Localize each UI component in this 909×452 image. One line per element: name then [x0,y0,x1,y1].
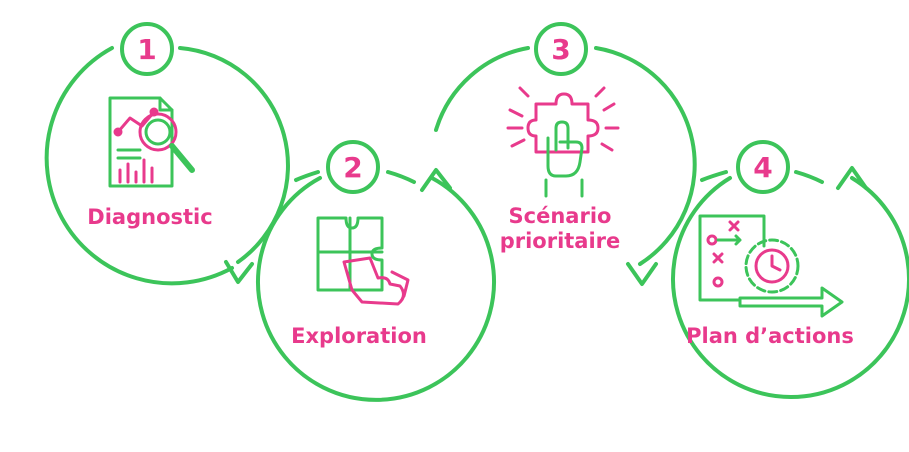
step-label-3: Scénario prioritaire [490,204,630,254]
loop-4-top-right [794,170,824,184]
step-number-4: 4 [736,140,790,194]
step-label-3-line-2: prioritaire [499,229,621,253]
loop-1 [44,46,234,286]
arrow-up-2 [420,168,452,192]
arrow-down-1 [224,260,254,284]
strategy-gear-clock-icon [698,214,844,318]
loop-4-top-left [700,170,728,182]
loop-2-top-right [386,170,416,184]
magnifier-report-icon [108,96,195,188]
step-number-3: 3 [534,22,588,76]
arrow-up-4 [836,166,868,190]
step-number-2: 2 [326,140,380,194]
puzzle-touch-icon [506,86,620,198]
step-label-2: Exploration [291,324,427,348]
loop-3-right [594,46,697,266]
loop-2 [256,176,496,402]
step-label-3-line-1: Scénario [508,204,612,228]
step-number-1: 1 [120,22,174,76]
loop-2-top-left [294,170,320,182]
arrow-down-3 [626,262,658,286]
step-label-4: Plan d’actions [686,324,854,348]
puzzle-hand-icon [316,216,410,306]
loop-4 [671,176,909,400]
step-label-1: Diagnostic [87,205,213,229]
loop-3 [434,46,530,132]
